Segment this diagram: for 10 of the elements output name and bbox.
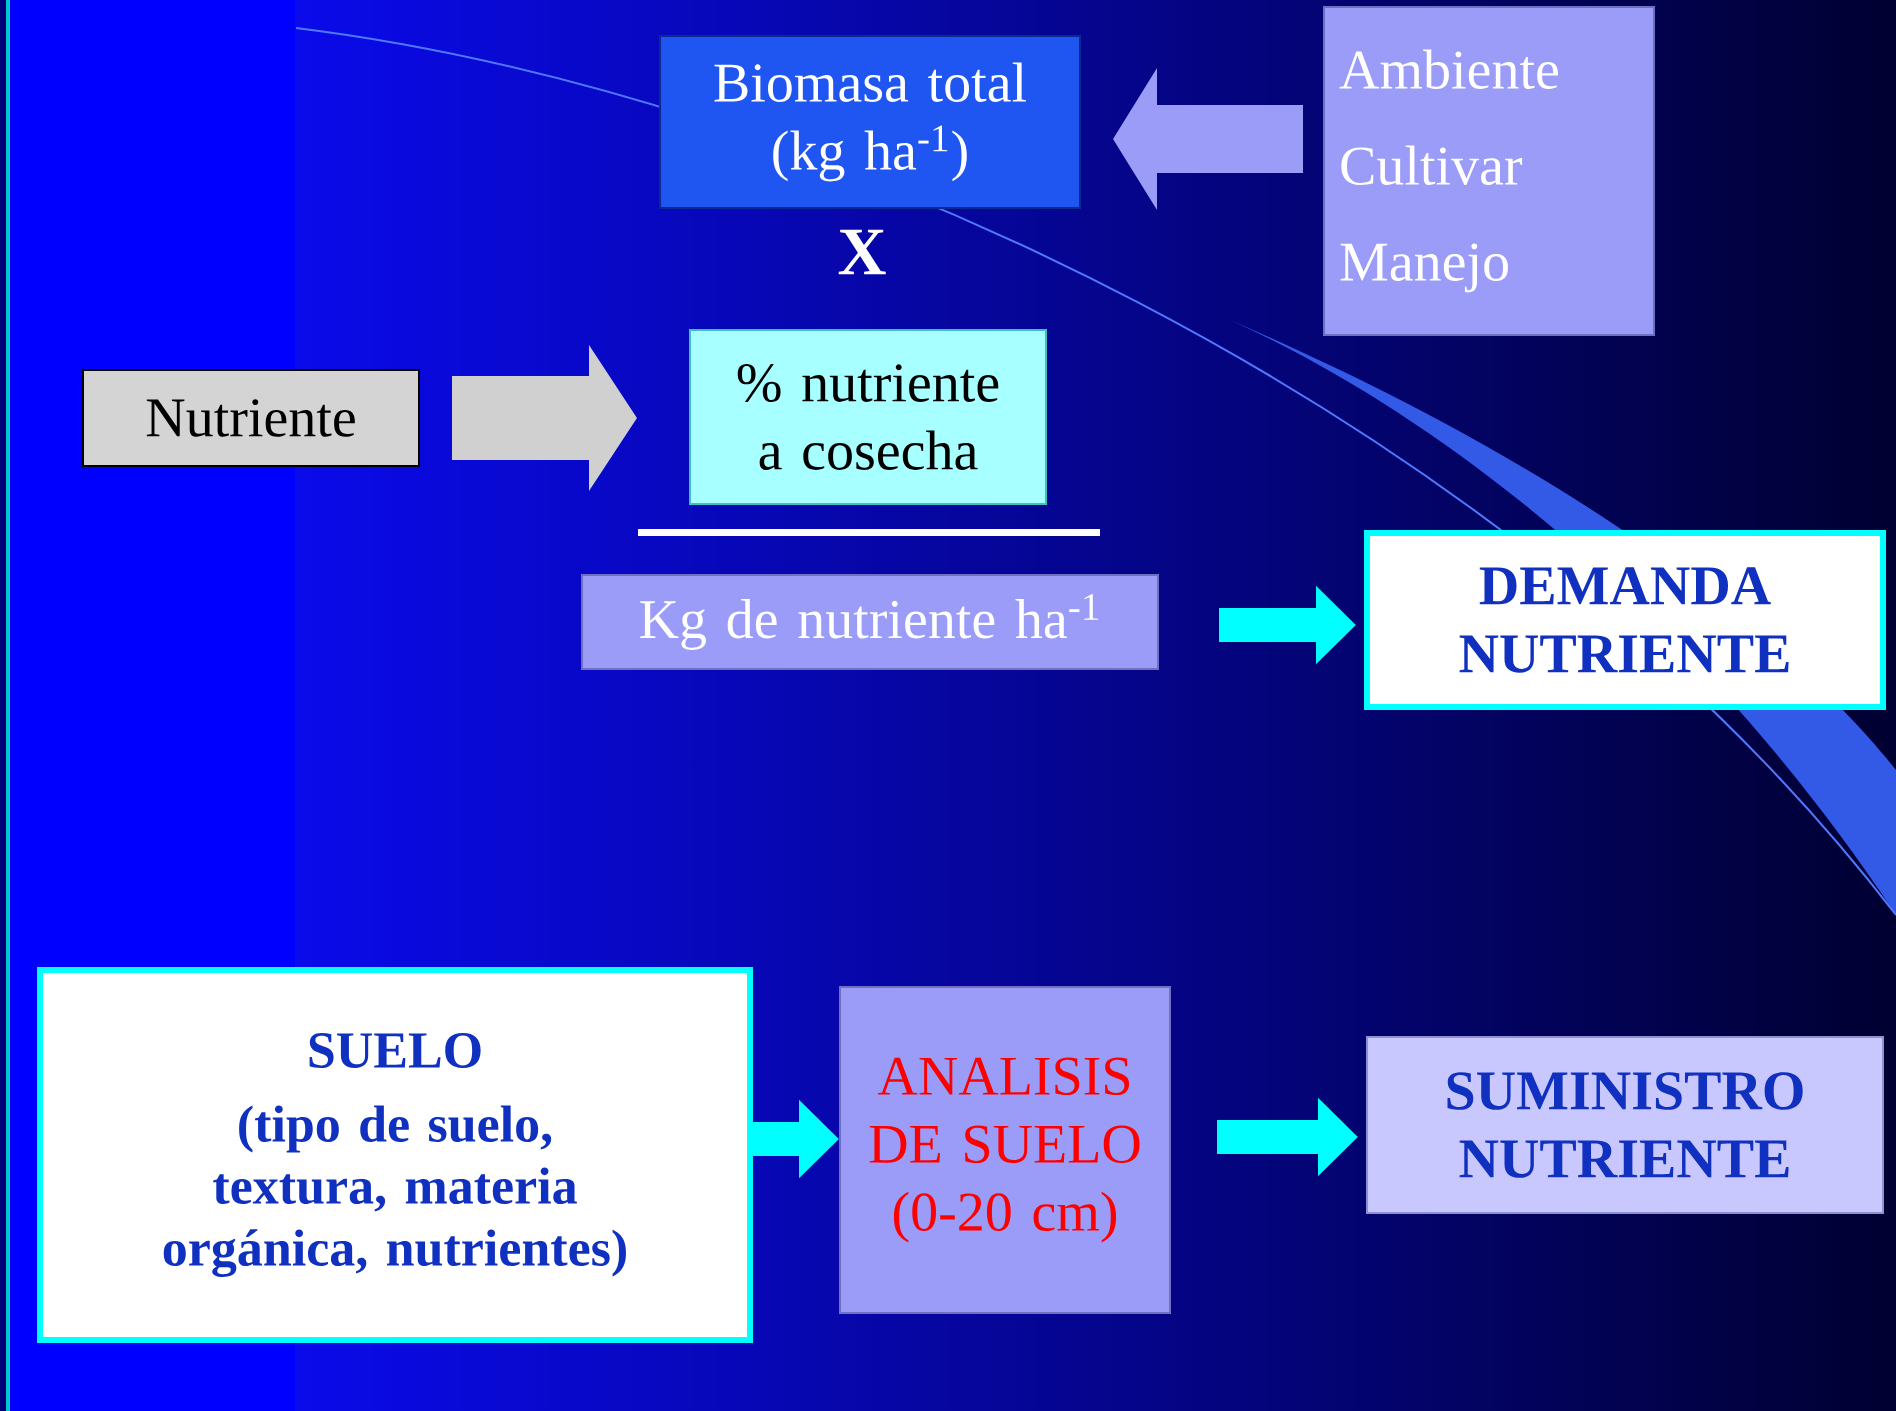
process-box: % nutriente a cosecha [689, 329, 1047, 505]
result-box: Kg de nutriente ha$^{-1}$ [581, 574, 1159, 670]
soil-box: SUELO (tipo de suelo, textura, materia orgánica, nutrientes) [37, 967, 753, 1343]
process-box: Nutriente [82, 369, 420, 467]
result-box: DEMANDA NUTRIENTE [1364, 530, 1886, 710]
multiply-sign: X [838, 229, 886, 275]
process-box: Biomasa total (kg ha$^{-1}$) [659, 35, 1081, 209]
result-box: SUMINISTRO NUTRIENTE [1366, 1036, 1884, 1214]
process-box: ANALISIS DE SUELO (0-20 cm) [839, 986, 1171, 1314]
factor-box: Ambiente Cultivar Manejo [1323, 6, 1655, 336]
